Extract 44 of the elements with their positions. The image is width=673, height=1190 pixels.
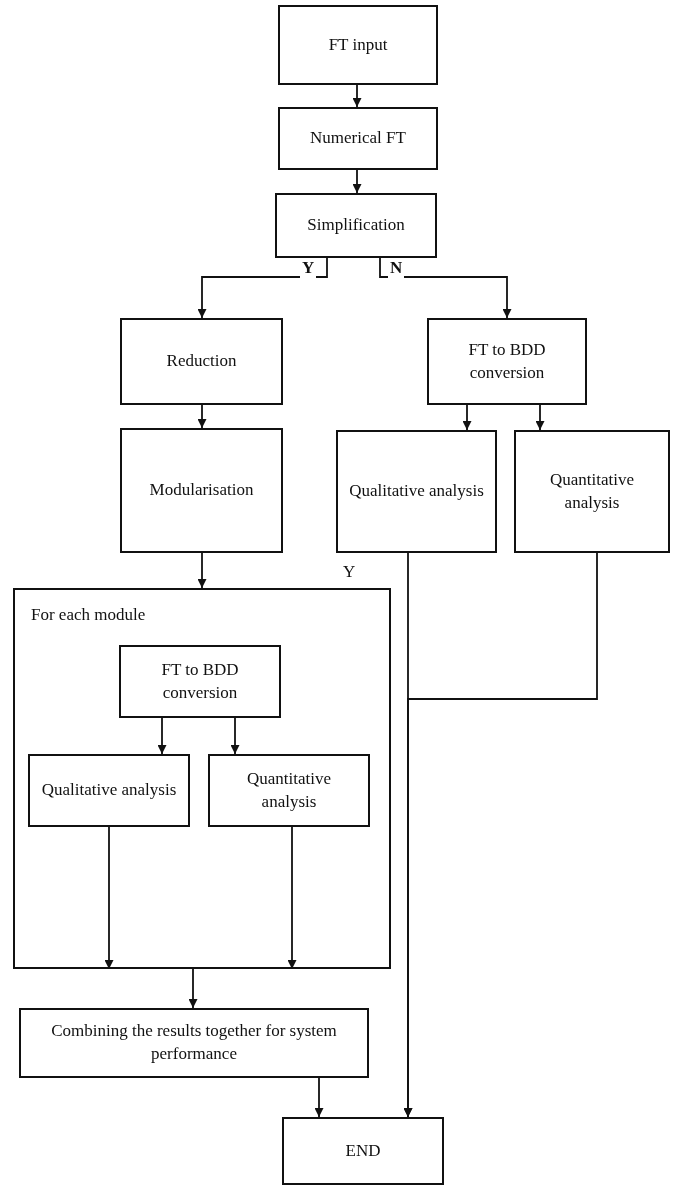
box-label: FT to BDD conversion bbox=[467, 338, 547, 384]
arrow bbox=[535, 404, 545, 431]
box-label: Qualitative analysis bbox=[41, 779, 177, 802]
group-title: For each module bbox=[31, 604, 146, 626]
group-frame bbox=[13, 588, 391, 969]
arrow bbox=[157, 717, 167, 755]
arrow bbox=[188, 968, 198, 1009]
arrow bbox=[352, 169, 362, 194]
process-box bbox=[278, 107, 438, 170]
process-box bbox=[278, 5, 438, 85]
box-label: Quantitative analysis bbox=[549, 468, 635, 514]
box-label: END bbox=[345, 1139, 381, 1162]
box-label: Reduction bbox=[166, 350, 237, 373]
arrow bbox=[197, 404, 207, 429]
box-label: Modularisation bbox=[149, 479, 254, 502]
arrow bbox=[230, 717, 240, 755]
box-label: FT input bbox=[328, 33, 388, 56]
process-box bbox=[208, 754, 370, 827]
process-box bbox=[119, 645, 281, 718]
process-box bbox=[28, 754, 190, 827]
process-box bbox=[282, 1117, 444, 1185]
box-label: Quantitative analysis bbox=[246, 767, 332, 813]
process-box bbox=[120, 318, 283, 405]
arrow bbox=[287, 826, 297, 970]
box-label: Qualitative analysis bbox=[349, 480, 484, 503]
branch-label: Y bbox=[343, 562, 356, 582]
box-label: FT to BDD conversion bbox=[160, 658, 240, 704]
arrow bbox=[403, 552, 598, 1118]
box-label: Simplification bbox=[307, 214, 405, 237]
box-label: Combining the results together for system performance bbox=[50, 1020, 338, 1065]
box-label: Numerical FT bbox=[310, 127, 406, 150]
process-box bbox=[427, 318, 587, 405]
process-box bbox=[275, 193, 437, 258]
process-box bbox=[336, 430, 497, 553]
arrow bbox=[314, 1077, 324, 1118]
process-box bbox=[514, 430, 670, 553]
process-box bbox=[120, 428, 283, 553]
arrow bbox=[197, 552, 207, 589]
arrow bbox=[104, 826, 114, 970]
process-box bbox=[19, 1008, 369, 1078]
arrow bbox=[197, 257, 328, 319]
arrow bbox=[462, 404, 472, 431]
arrow bbox=[352, 84, 362, 108]
arrow bbox=[379, 257, 512, 319]
